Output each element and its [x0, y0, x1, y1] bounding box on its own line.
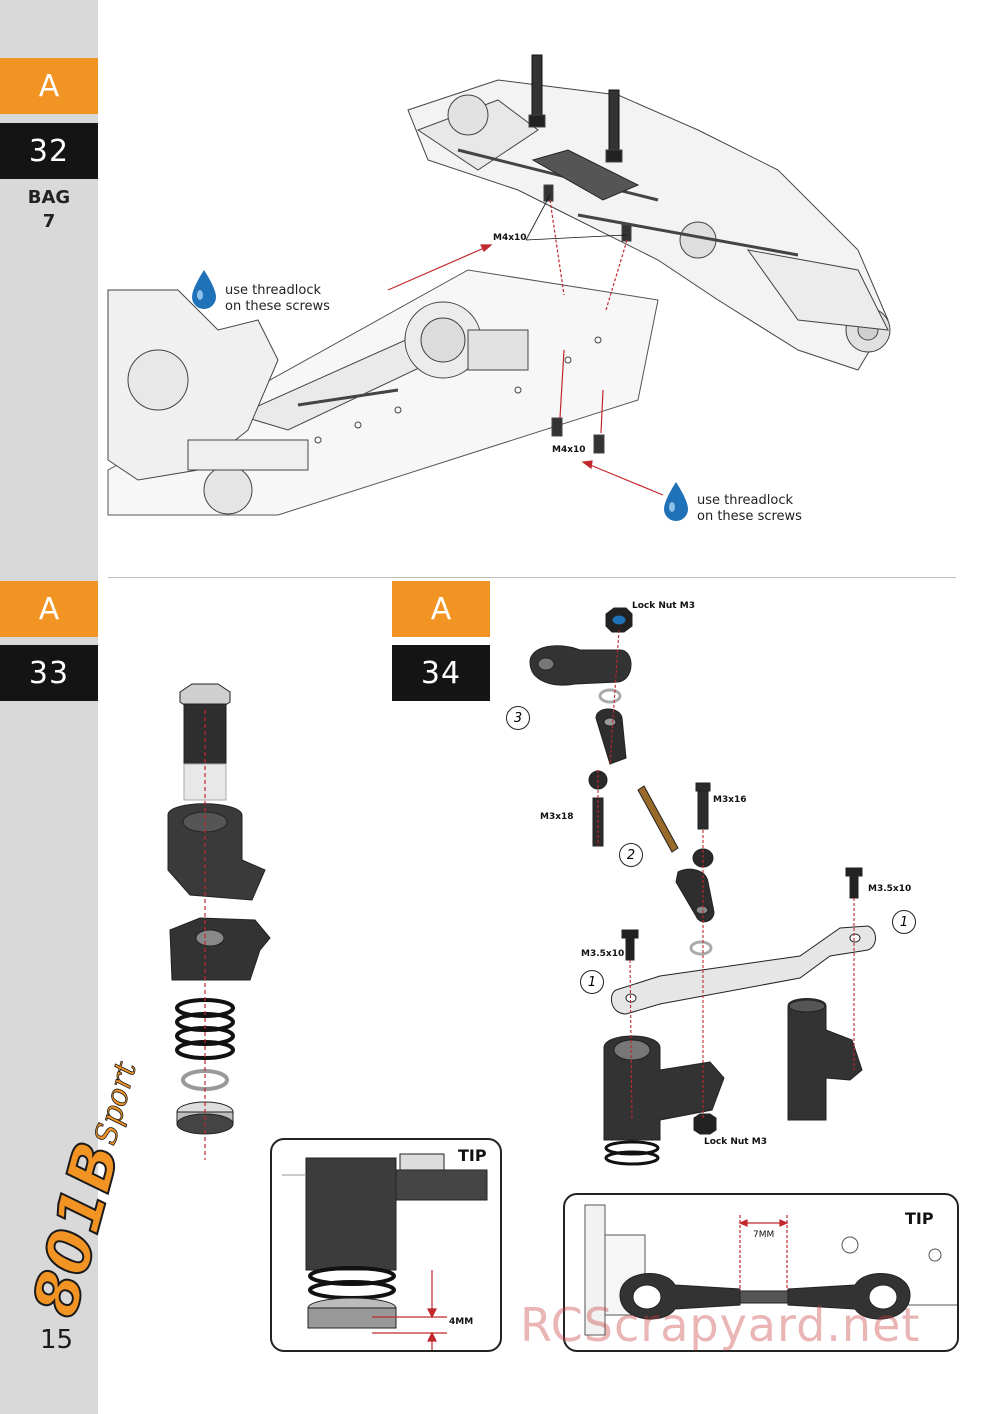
watermark: RCScrapyard.net — [520, 1298, 921, 1352]
label-m35x10-left: M3.5x10 — [581, 949, 625, 959]
tip-left-measure: 4MM — [449, 1317, 474, 1327]
bag-label-line2: 7 — [42, 211, 56, 232]
section-divider — [108, 577, 956, 578]
step-34-letter: A — [392, 581, 490, 637]
screw-label-m4x10-bottom: M4x10 — [552, 445, 586, 455]
part-number-3: 3 — [506, 706, 530, 730]
threadlock-drop-icon — [664, 482, 688, 521]
tip-left-illustration — [282, 1153, 488, 1350]
tip-box-right: TIP 7MM — [563, 1193, 959, 1352]
step-33-number: 33 — [0, 645, 98, 701]
bag-label: BAG 7 — [0, 186, 98, 234]
threadlock-note-right-line1: use threadlock — [697, 493, 793, 508]
threadlock-note-left-line1: use threadlock — [225, 283, 321, 298]
bag-label-line1: BAG — [27, 187, 71, 208]
step-33-letter: A — [0, 581, 98, 637]
step-32-chassis-illustration — [107, 54, 891, 516]
tip-box-left: TIP 4MM — [270, 1138, 502, 1352]
label-m3x16: M3x16 — [713, 795, 747, 805]
part-number-2: 2 — [619, 843, 643, 867]
tip-right-illustration — [584, 1204, 957, 1336]
brand-logo: 801B Sport — [17, 1057, 144, 1325]
tip-left-label: TIP — [458, 1146, 487, 1165]
label-lock-nut-m3-top: Lock Nut M3 — [632, 601, 695, 611]
tip-right-measure: 7MM — [753, 1230, 775, 1240]
step-33-saver-illustration — [167, 683, 271, 1160]
label-lock-nut-m3-bottom: Lock Nut M3 — [704, 1137, 767, 1147]
svg-text:801B: 801B — [18, 1134, 134, 1324]
step-34-number: 34 — [392, 645, 490, 701]
part-number-1-left: 1 — [580, 970, 604, 994]
tip-right-label: TIP — [905, 1209, 934, 1228]
sidebar — [0, 0, 98, 1414]
threadlock-note-left: use threadlock on these screws — [225, 283, 330, 315]
step-34-linkage-illustration — [529, 607, 876, 1166]
screw-label-m4x10-top: M4x10 — [493, 233, 527, 243]
threadlock-note-right-line2: on these screws — [697, 509, 802, 524]
label-m35x10-right: M3.5x10 — [868, 884, 912, 894]
page-number: 15 — [40, 1325, 74, 1355]
threadlock-note-left-line2: on these screws — [225, 299, 330, 314]
step-32-letter: A — [0, 58, 98, 114]
threadlock-drop-icon — [192, 270, 216, 309]
threadlock-note-right: use threadlock on these screws — [697, 493, 802, 525]
step-32-number: 32 — [0, 123, 98, 179]
part-number-1-right: 1 — [892, 910, 916, 934]
label-m3x18: M3x18 — [540, 812, 574, 822]
